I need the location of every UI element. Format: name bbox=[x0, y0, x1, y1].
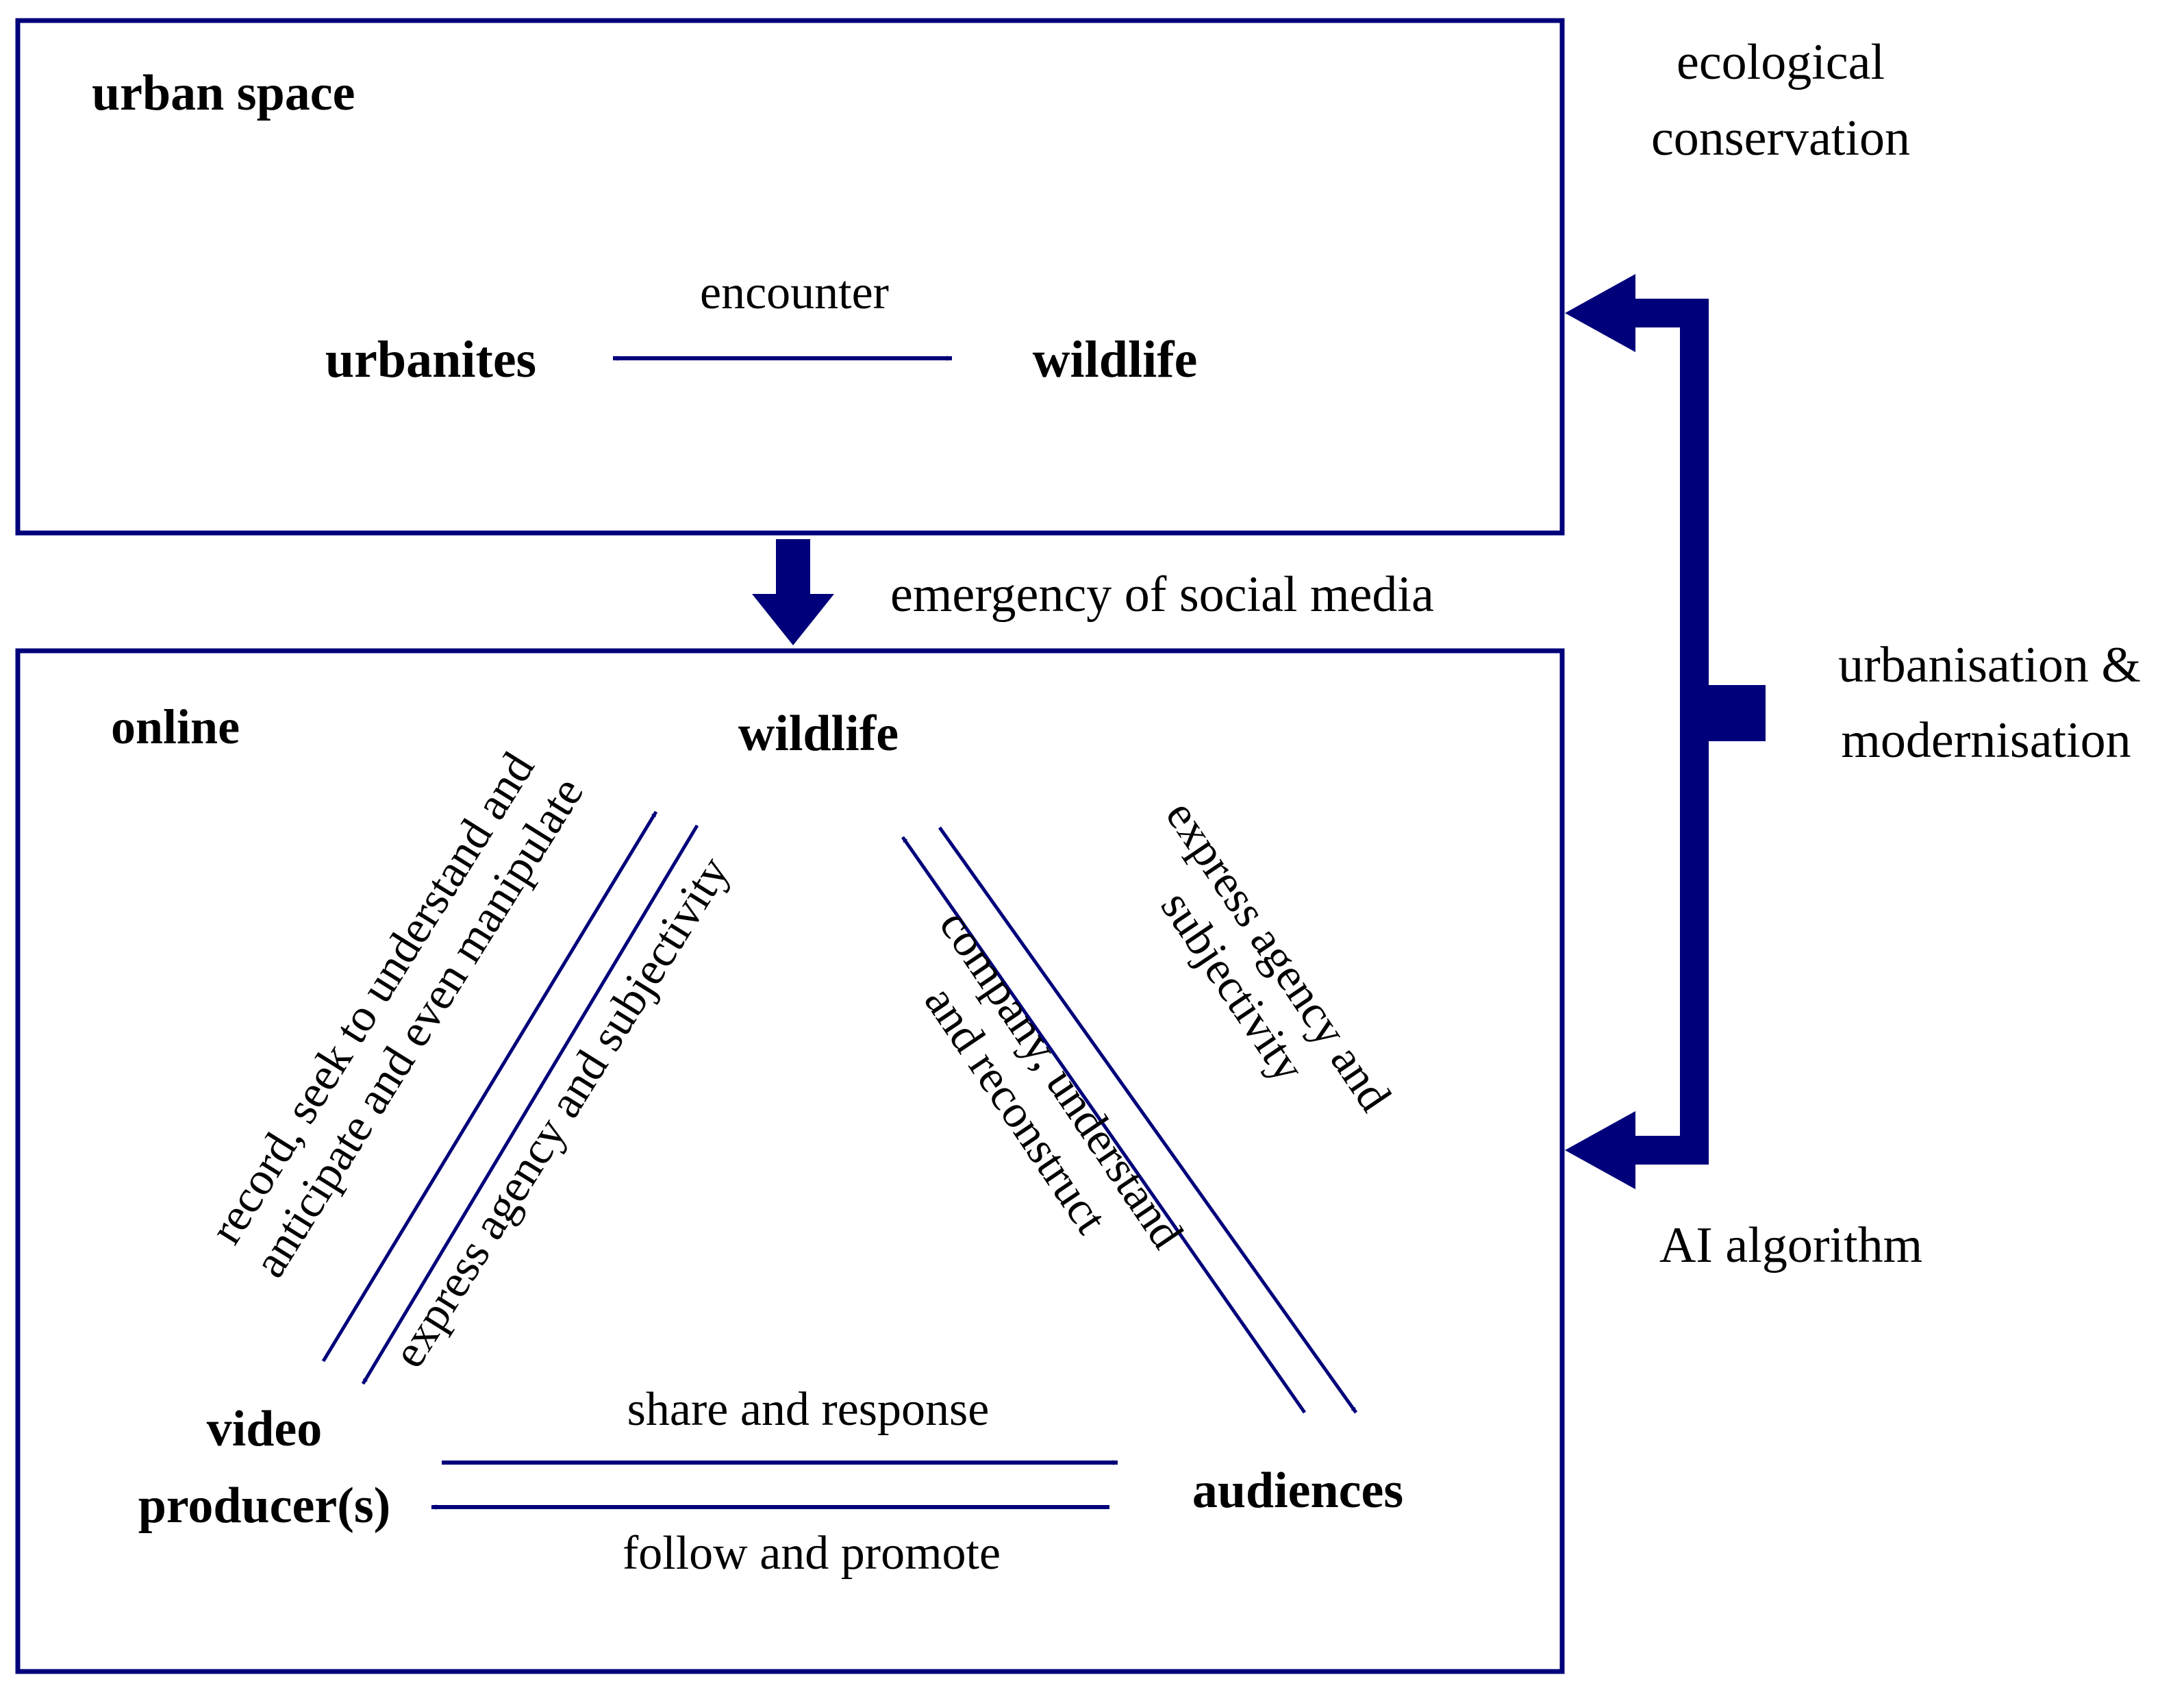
video-label: video bbox=[207, 1401, 323, 1457]
modernisation-label: modernisation bbox=[1841, 712, 2131, 769]
ai-algorithm-label: AI algorithm bbox=[1659, 1217, 1922, 1273]
audiences-to-wildlife-arrow bbox=[901, 836, 1307, 1414]
online-title: online bbox=[111, 699, 240, 754]
ecological-label: ecological bbox=[1677, 34, 1885, 90]
wildlife-to-producer-arrow bbox=[361, 824, 699, 1385]
bracket-top-arm bbox=[1624, 299, 1709, 327]
producer-to-wildlife-arrow bbox=[321, 810, 658, 1363]
urbanites-label: urbanites bbox=[325, 331, 536, 388]
bracket-vertical-bar bbox=[1680, 299, 1709, 1165]
urban-space-title: urban space bbox=[92, 65, 355, 121]
social-media-transition-arrow bbox=[752, 539, 834, 645]
follow-and-promote-label: follow and promote bbox=[623, 1527, 1001, 1580]
bracket-middle-stub bbox=[1707, 685, 1766, 741]
urbanisation-label: urbanisation & bbox=[1838, 637, 2141, 693]
producer-to-wildlife-label-2: anticipate and even manipulate bbox=[243, 768, 594, 1286]
conservation-label: conservation bbox=[1651, 110, 1910, 166]
wildlife-to-audiences-arrow bbox=[938, 826, 1358, 1414]
online-box bbox=[15, 648, 1565, 1674]
online-wildlife-label: wildlife bbox=[738, 706, 899, 762]
producers-label: producer(s) bbox=[138, 1478, 391, 1534]
bracket-bottom-arm bbox=[1624, 1136, 1709, 1165]
encounter-label: encounter bbox=[700, 266, 889, 319]
share-and-response-label: share and response bbox=[627, 1383, 990, 1436]
urban-space-box bbox=[15, 18, 1565, 536]
audiences-label: audiences bbox=[1192, 1463, 1403, 1519]
bracket-top-arrowhead bbox=[1565, 274, 1635, 352]
top-wildlife-label: wildlife bbox=[1033, 331, 1198, 388]
social-media-label: emergency of social media bbox=[890, 567, 1434, 623]
bracket-bottom-arrowhead bbox=[1565, 1111, 1635, 1189]
